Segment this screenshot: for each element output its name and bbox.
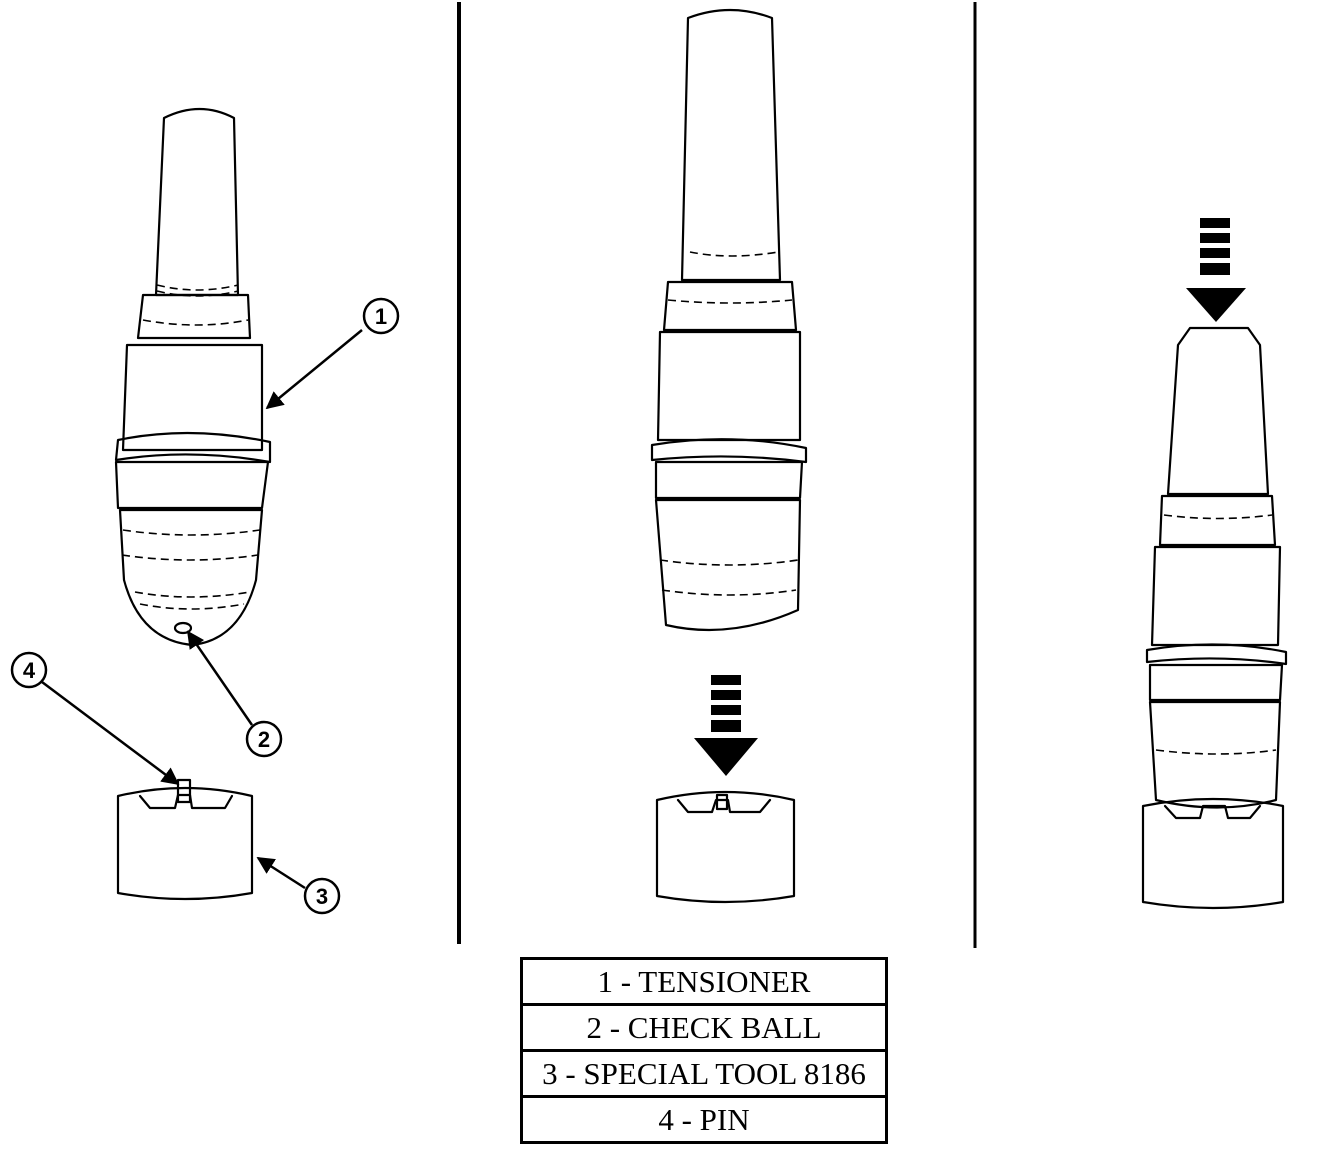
legend-item-pin: 4 - PIN	[520, 1095, 888, 1144]
special-tool-8186-panel-1	[116, 778, 254, 901]
legend-row: 1 - TENSIONER	[520, 957, 888, 1006]
push-arrow-panel-2	[694, 675, 758, 776]
callout-2-leader	[186, 630, 254, 726]
svg-text:4: 4	[23, 658, 36, 683]
svg-text:2: 2	[258, 727, 270, 752]
legend-item-special-tool: 3 - SPECIAL TOOL 8186	[520, 1049, 888, 1098]
callout-2: 2	[245, 720, 283, 758]
svg-text:3: 3	[316, 884, 328, 909]
special-tool-8186-panel-3	[1141, 797, 1285, 910]
callout-4: 4	[10, 651, 48, 689]
legend-item-check-ball: 2 - CHECK BALL	[520, 1003, 888, 1052]
svg-text:1: 1	[375, 304, 387, 329]
callout-3-leader	[256, 856, 306, 890]
callout-3: 3	[303, 877, 341, 915]
tensioner-panel-2	[650, 8, 808, 632]
callout-1-leader	[265, 329, 363, 410]
callout-4-leader	[41, 681, 180, 786]
legend-row: 3 - SPECIAL TOOL 8186	[520, 1049, 888, 1098]
legend-item-tensioner: 1 - TENSIONER	[520, 957, 888, 1006]
push-arrow-panel-3	[1186, 218, 1246, 322]
tensioner-panel-1	[114, 108, 272, 647]
tensioner-panel-3	[1145, 326, 1288, 809]
legend-table: 1 - TENSIONER 2 - CHECK BALL 3 - SPECIAL…	[520, 957, 888, 1144]
callout-1: 1	[362, 297, 400, 335]
special-tool-8186-panel-2	[655, 790, 796, 904]
legend-row: 2 - CHECK BALL	[520, 1003, 888, 1052]
legend-row: 4 - PIN	[520, 1095, 888, 1144]
